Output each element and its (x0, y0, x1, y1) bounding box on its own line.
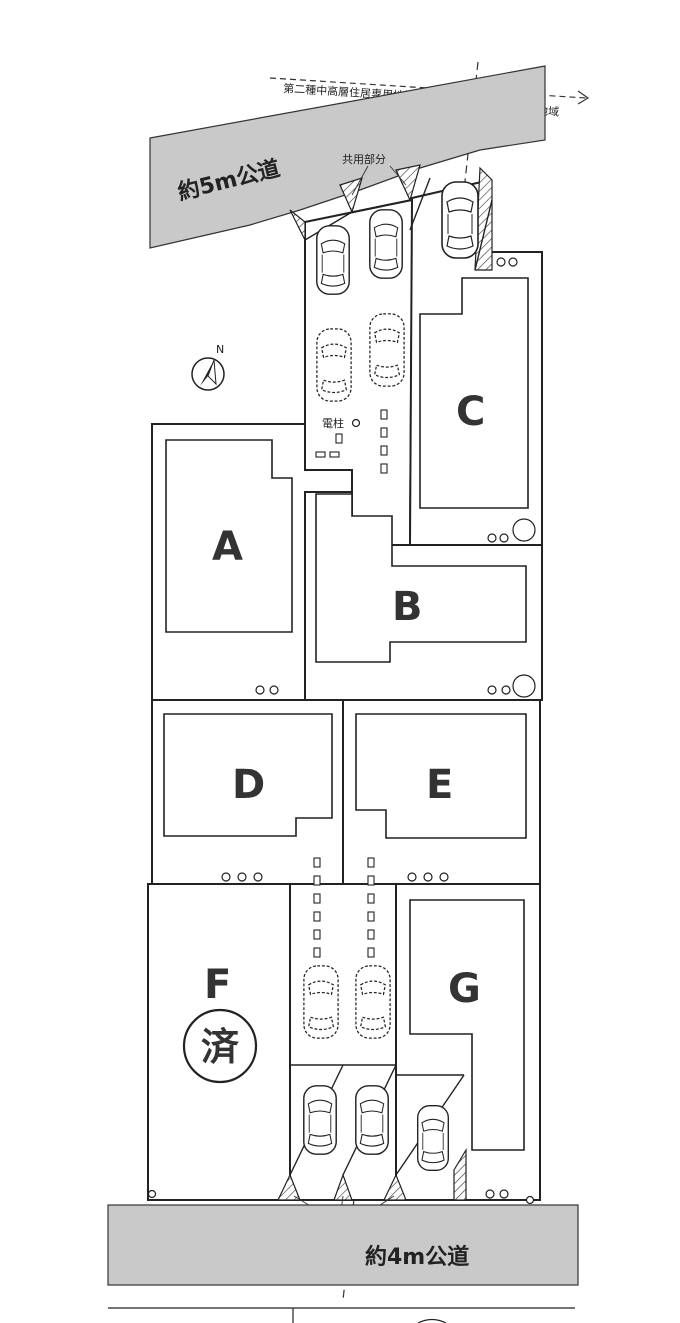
lot-label-f: F (204, 962, 231, 1008)
car-parked-1 (316, 225, 350, 295)
car-parked-5 (354, 1084, 390, 1156)
shared-area-label-north: 共用部分 (342, 152, 386, 166)
car-parked-4 (302, 1084, 338, 1156)
lot-label-b: B (392, 584, 423, 630)
stepping-stones-north (315, 409, 388, 474)
car-parked-2 (369, 209, 403, 279)
car-ghost-4 (355, 965, 391, 1039)
lot-label-c: C (456, 389, 485, 435)
bottom-frame (108, 1307, 575, 1323)
south-road (107, 1204, 579, 1286)
shared-area-south-4 (453, 1147, 467, 1201)
building-d (163, 713, 333, 837)
stepping-stones-south (313, 857, 375, 958)
shared-area-leaders-north (351, 165, 407, 196)
car-ghost-2 (369, 313, 405, 387)
shared-area-north-3 (289, 209, 306, 241)
shared-area-south-3 (383, 1173, 407, 1201)
shared-area-north-2 (395, 164, 421, 202)
building-c (419, 277, 529, 509)
utility-pole-label-north: 電柱 (322, 416, 344, 430)
car-parked-6 (416, 1104, 450, 1172)
car-ghost-1 (316, 328, 352, 402)
shared-area-south-2 (333, 1173, 353, 1201)
lot-label-e: E (426, 762, 453, 808)
compass-label: N (216, 343, 224, 356)
utility-meters (221, 257, 536, 1199)
compass-icon (191, 357, 225, 391)
utility-pole-sw (147, 1189, 157, 1199)
car-ghost-3 (303, 965, 339, 1039)
sold-badge-label: 済 (201, 1025, 240, 1069)
building-e (355, 713, 527, 839)
parking-lines-north (304, 177, 493, 271)
lot-label-g: G (448, 966, 481, 1012)
south-road-label: 約4m公道 (365, 1244, 469, 1270)
lot-label-d: D (232, 762, 265, 808)
north-road (149, 65, 546, 249)
building-b (315, 493, 527, 663)
car-parked-3 (441, 181, 479, 259)
sold-badge (182, 1008, 258, 1084)
utility-pole-north (351, 418, 361, 428)
lot-label-a: A (212, 524, 243, 570)
building-a (165, 439, 293, 633)
building-g (409, 899, 525, 1151)
utility-pole-se (525, 1195, 535, 1205)
shared-area-south-1 (277, 1173, 301, 1201)
